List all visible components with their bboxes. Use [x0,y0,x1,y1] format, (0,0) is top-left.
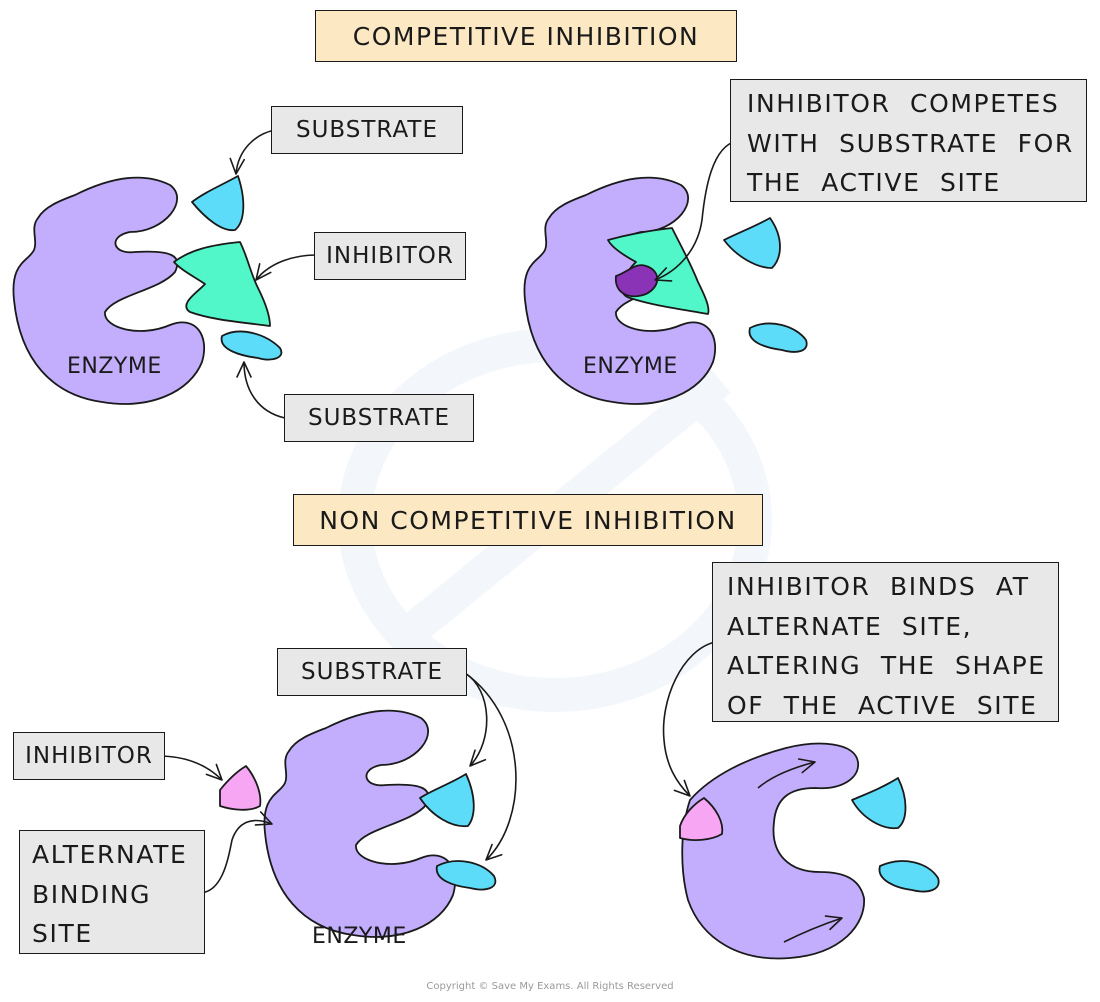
note-line: ALTERING THE SHAPE [727,651,1046,680]
arrow-to-bound-inhibitor [654,140,738,282]
shape-change-arrow [783,915,843,943]
arrow-to-inhibitor [255,254,317,281]
inhibitor-tag: INHIBITOR [13,732,165,780]
arrow-to-noncompetitive-inhibitor [157,755,223,781]
note-line: INHIBITOR BINDS AT [727,572,1030,601]
enzyme-shape [12,176,205,405]
competitive-inhibitor-shape [173,241,271,327]
substrate-tag-top: SUBSTRATE [271,106,463,154]
arrow-to-substrate-bottom [236,361,286,419]
noncompetitive-inhibition-banner: NON COMPETITIVE INHIBITION [293,494,763,546]
competitive-inhibition-banner: COMPETITIVE INHIBITION [315,10,737,62]
shape-change-arrow [757,758,816,789]
altered-enzyme-shape [681,742,865,960]
enzyme-label: ENZYME [583,354,678,379]
competitive-explanation-note: INHIBITOR COMPETES WITH SUBSTRATE FOR TH… [730,79,1087,202]
noncompetitive-inhibitor-bound-shape [679,797,724,841]
note-line: OF THE ACTIVE SITE [727,690,1038,720]
substrate-shape [851,777,907,830]
note-line: WITH SUBSTRATE FOR [747,128,1074,158]
substrate-shape [436,860,497,891]
substrate-shape [419,773,475,828]
note-line: BINDING [32,879,152,909]
enzyme-label: ENZYME [312,924,407,949]
arrow-to-substrate-top [229,129,276,175]
arrow-substrate-to-bottom-substrate [464,672,517,861]
arrow-to-altered-site [662,641,716,797]
enzyme-label: ENZYME [67,354,162,379]
substrate-tag: SUBSTRATE [277,648,467,696]
substrate-shape [220,330,283,361]
copyright-notice: Copyright © Save My Exams. All Rights Re… [426,981,674,992]
substrate-shape [748,322,808,353]
alternate-binding-site-tag: ALTERNATE BINDING SITE [19,830,205,954]
note-line: SITE [32,919,93,948]
substrate-shape [723,217,781,269]
note-line: ALTERNATE [32,840,188,869]
noncompetitive-explanation-note: INHIBITOR BINDS AT ALTERNATE SITE, ALTER… [712,562,1059,722]
substrate-tag-bottom: SUBSTRATE [284,394,474,442]
enzyme-shape [263,709,456,938]
inhibitor-tag: INHIBITOR [314,232,466,280]
arrow-to-alternate-binding-site [198,811,273,894]
noncompetitive-inhibitor-shape [219,765,262,811]
substrate-shape [191,175,245,231]
note-line: INHIBITOR COMPETES [747,89,1060,118]
note-line: THE ACTIVE SITE [747,168,1001,197]
substrate-shape [878,860,940,893]
note-line: ALTERNATE SITE, [727,611,973,641]
